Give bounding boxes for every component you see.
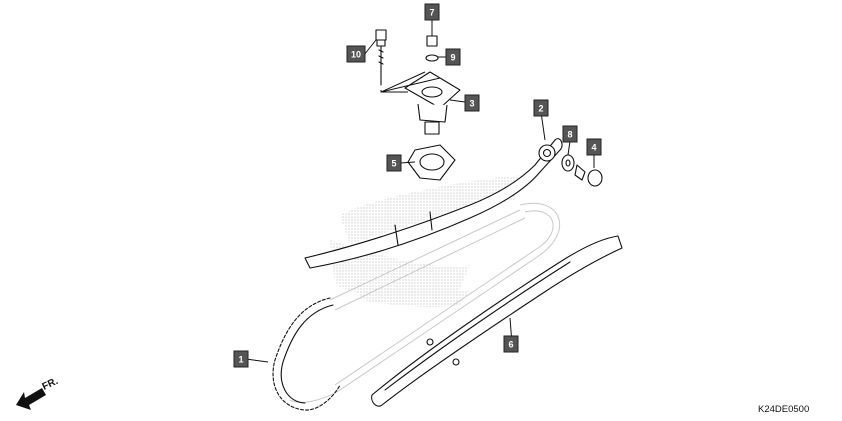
cam-chain: [272, 202, 561, 411]
tensioner-slider: [304, 138, 563, 269]
tensioner-lifter: [404, 71, 461, 135]
svg-text:5: 5: [391, 159, 396, 169]
gasket: [407, 144, 456, 181]
diagram-code: K24DE0500: [758, 404, 809, 415]
callout-6[interactable]: 6: [503, 335, 519, 353]
svg-text:7: 7: [429, 8, 434, 18]
front-arrow-icon: [16, 388, 46, 410]
pivot-bolt: [574, 164, 603, 187]
bolt: [375, 29, 387, 86]
chain-guide: [371, 235, 623, 407]
callout-9[interactable]: 9: [445, 48, 461, 66]
callout-10[interactable]: 10: [346, 45, 366, 63]
svg-text:8: 8: [567, 130, 572, 140]
small-bolt: [425, 35, 439, 62]
svg-text:9: 9: [450, 53, 455, 63]
front-direction-indicator: FR.: [16, 376, 60, 410]
front-label: FR.: [41, 376, 60, 393]
callout-7[interactable]: 7: [424, 3, 440, 21]
callout-5[interactable]: 5: [386, 154, 402, 172]
leader-lines: [245, 19, 595, 363]
svg-text:6: 6: [508, 340, 513, 350]
callout-4[interactable]: 4: [586, 138, 602, 156]
callout-8[interactable]: 8: [562, 125, 578, 143]
callout-3[interactable]: 3: [464, 94, 480, 112]
callout-1[interactable]: 1: [233, 350, 249, 368]
svg-text:4: 4: [591, 143, 596, 153]
svg-text:2: 2: [538, 104, 543, 114]
svg-text:10: 10: [351, 50, 361, 60]
pivot-washer: [561, 154, 575, 172]
svg-text:3: 3: [469, 99, 474, 109]
svg-text:1: 1: [238, 355, 243, 365]
callout-2[interactable]: 2: [533, 99, 549, 117]
